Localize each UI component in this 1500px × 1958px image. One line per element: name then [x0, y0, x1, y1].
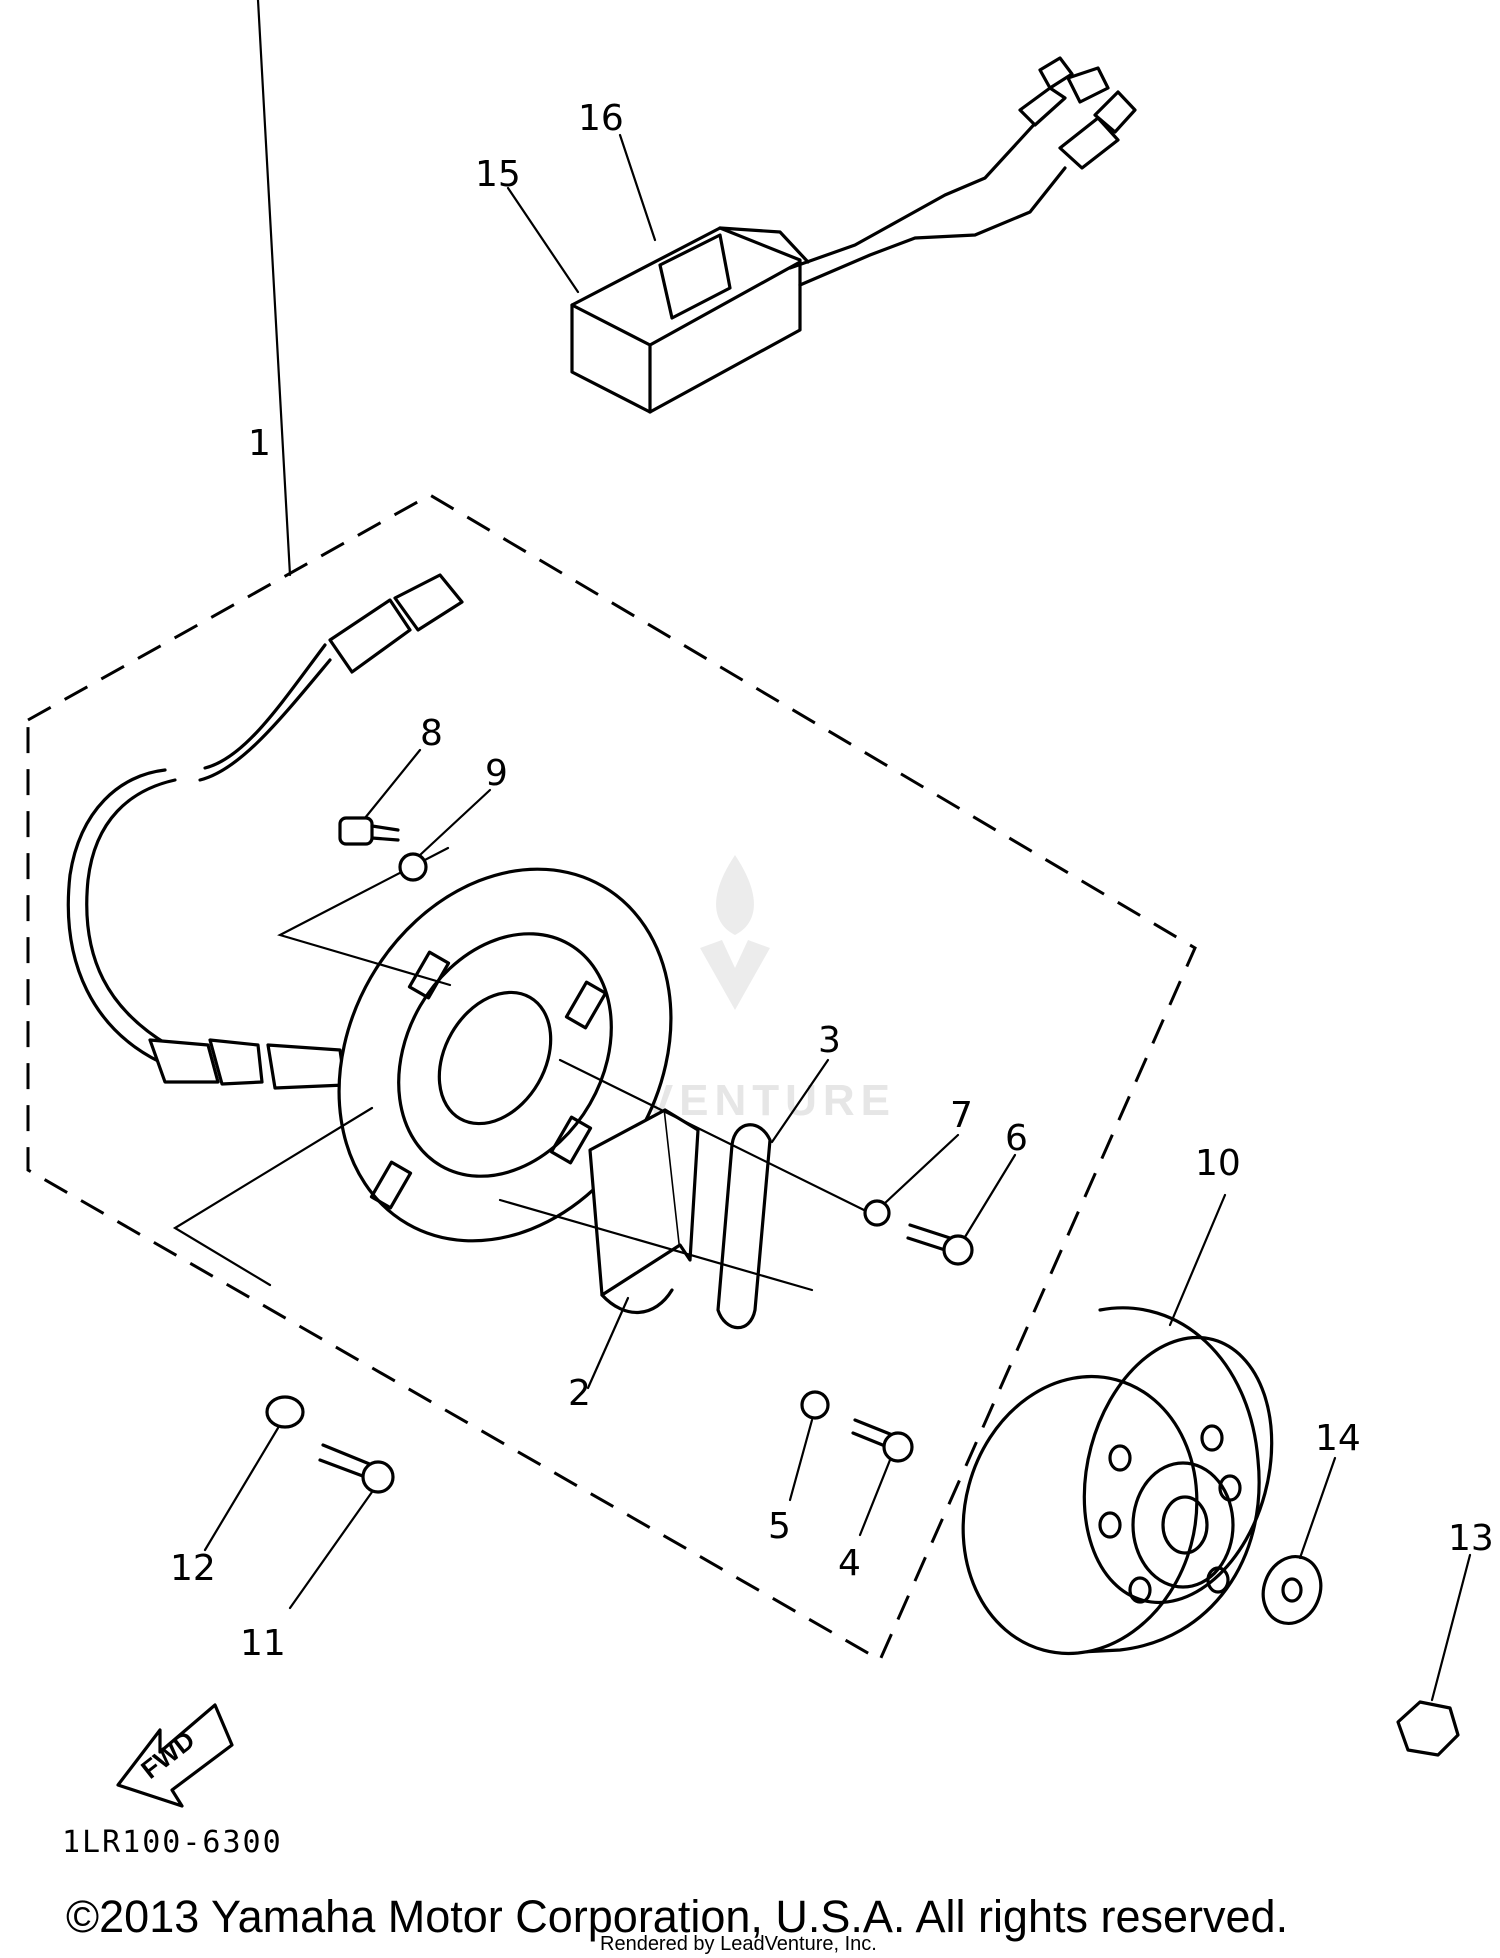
leader-9 [418, 788, 492, 857]
leader-8 [363, 748, 422, 820]
callout-2: 2 [568, 1373, 591, 1414]
screw-11 [318, 1443, 395, 1494]
washer-14-hole [1281, 1577, 1303, 1603]
callout-1: 1 [248, 423, 271, 464]
regulator-unit [570, 56, 1137, 414]
watermark-flame-icon [700, 855, 770, 1010]
washer-9 [398, 852, 428, 882]
leader-13 [1430, 1553, 1472, 1702]
guide-line-8-9 [277, 846, 452, 987]
flywheel-rotor [961, 1306, 1274, 1656]
leader-14 [1298, 1456, 1337, 1560]
leader-4 [858, 1458, 892, 1537]
guide-line-lower [498, 1198, 814, 1292]
leader-11 [288, 1490, 374, 1610]
callout-3: 3 [818, 1020, 841, 1061]
assembly-boundary [26, 493, 1197, 1663]
callout-13: 13 [1448, 1518, 1494, 1559]
washer-5 [800, 1390, 830, 1420]
guide-line-upper [558, 1058, 870, 1214]
washer-14 [1261, 1555, 1323, 1625]
washer-7 [863, 1199, 891, 1227]
callout-10: 10 [1195, 1143, 1241, 1184]
screw-6 [906, 1223, 974, 1266]
pickup-coil [588, 1108, 700, 1314]
callout-12: 12 [170, 1548, 216, 1589]
leader-12 [203, 1426, 280, 1552]
nut-13 [1396, 1700, 1460, 1757]
callout-5: 5 [768, 1506, 791, 1547]
copyright-notice: ©2013 Yamaha Motor Corporation, U.S.A. A… [66, 1891, 1288, 1942]
callout-4: 4 [838, 1543, 861, 1584]
callout-14: 14 [1315, 1418, 1361, 1459]
callout-7: 7 [950, 1095, 973, 1136]
source-coil [716, 1123, 772, 1330]
screw-8 [338, 816, 400, 846]
callout-6: 6 [1005, 1118, 1028, 1159]
callout-16: 16 [578, 98, 624, 139]
callout-15: 15 [475, 154, 521, 195]
leader-3 [770, 1058, 830, 1144]
leader-16 [618, 133, 657, 242]
leader-15 [506, 186, 580, 294]
diagram-code: 1LR100-6300 [62, 1825, 283, 1860]
leader-7 [883, 1133, 960, 1205]
screw-4 [851, 1418, 914, 1463]
stator-harness [66, 573, 464, 1090]
callout-9: 9 [485, 753, 508, 794]
leader-10 [1168, 1193, 1227, 1327]
washer-12 [265, 1395, 305, 1429]
leader-1 [256, 0, 292, 577]
callout-8: 8 [420, 713, 443, 754]
leader-2 [586, 1296, 630, 1390]
leader-6 [963, 1153, 1017, 1239]
forward-arrow-icon: FWD [116, 1703, 234, 1808]
leader-5 [788, 1418, 814, 1502]
callout-11: 11 [240, 1623, 286, 1664]
guide-line-11-12 [172, 1106, 374, 1287]
rendered-by-notice: Rendered by LeadVenture, Inc. [600, 1933, 877, 1955]
